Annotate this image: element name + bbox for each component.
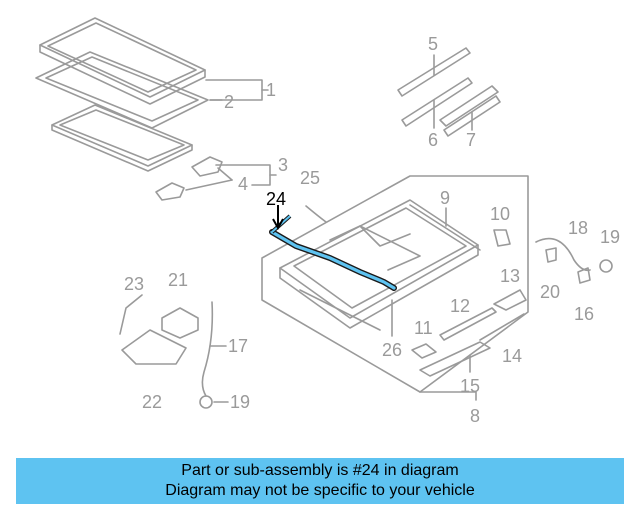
drain-tube-part <box>201 301 214 397</box>
callout-14: 14 <box>502 346 522 366</box>
callout-4: 4 <box>238 174 248 194</box>
callout-11: 11 <box>414 318 433 338</box>
callout-17: 17 <box>228 336 248 356</box>
callout-15: 15 <box>460 376 480 396</box>
callout-16: 16 <box>574 304 594 324</box>
callout-19-left: 19 <box>230 392 250 412</box>
info-banner: Part or sub-assembly is #24 in diagram D… <box>16 458 624 504</box>
callout-6: 6 <box>428 130 438 150</box>
sunshade-panel-part <box>51 104 193 172</box>
motor-assembly-part <box>121 307 199 365</box>
rails-part <box>397 47 501 137</box>
callout-21: 21 <box>168 270 188 290</box>
callout-26: 26 <box>382 340 402 360</box>
brackets-part <box>155 156 223 201</box>
deflector-part-24 <box>269 205 397 291</box>
callout-9: 9 <box>440 188 450 208</box>
part-16-shape <box>577 267 591 284</box>
parts-diagram: 1 2 3 4 5 6 7 8 9 10 11 12 13 14 15 16 1… <box>35 17 620 426</box>
sunroof-housing-frame <box>279 199 479 331</box>
grommet-part <box>599 259 613 273</box>
callout-18: 18 <box>568 218 588 238</box>
callout-2: 2 <box>224 92 234 112</box>
callout-8: 8 <box>470 406 480 426</box>
part-10-shape <box>493 229 511 247</box>
part-12-shape <box>439 307 497 341</box>
part-25-shape <box>305 205 327 223</box>
callout-leaders-left <box>185 79 277 191</box>
part-20-shape <box>545 247 557 263</box>
banner-line-2: Diagram may not be specific to your vehi… <box>165 482 475 499</box>
callout-25: 25 <box>300 168 320 188</box>
front-rail-part <box>409 204 481 251</box>
cable-part <box>119 294 143 335</box>
callout-12: 12 <box>450 296 470 316</box>
callout-7: 7 <box>466 130 476 150</box>
part-11-shape <box>411 343 437 359</box>
callout-1: 1 <box>266 80 276 100</box>
callout-labels: 1 2 3 4 5 6 7 8 9 10 11 12 13 14 15 16 1… <box>124 34 620 426</box>
part-13-shape <box>493 289 527 311</box>
drain-grommet-part <box>199 395 213 409</box>
part-14-shape <box>479 313 525 341</box>
callout-22: 22 <box>142 392 162 412</box>
part-15-shape <box>419 341 491 377</box>
glass-frame-part <box>35 51 209 129</box>
banner-line-1: Part or sub-assembly is #24 in diagram <box>181 462 459 479</box>
callout-13: 13 <box>500 266 520 286</box>
drain-hose-part <box>535 237 591 272</box>
callout-10: 10 <box>490 204 510 224</box>
sunroof-glass-part <box>39 17 206 105</box>
callout-19-right: 19 <box>600 227 620 247</box>
callout-3: 3 <box>278 155 288 175</box>
sunroof-housing-box <box>261 175 529 401</box>
callout-23: 23 <box>124 274 144 294</box>
callout-20: 20 <box>540 282 560 302</box>
callout-24: 24 <box>266 189 286 209</box>
callout-5: 5 <box>428 34 438 54</box>
